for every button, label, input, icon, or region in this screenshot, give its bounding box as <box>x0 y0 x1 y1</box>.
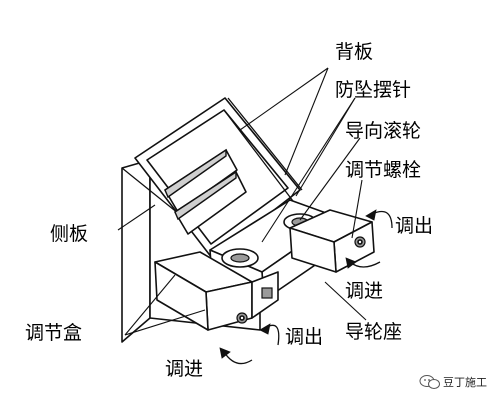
label-guide-wheel-seat: 导轮座 <box>345 321 402 343</box>
label-adjust-out-bottom: 调出 <box>285 326 323 348</box>
watermark: 豆丁施工 <box>419 375 487 389</box>
label-guide-roller: 导向滚轮 <box>345 120 421 142</box>
label-back-plate: 背板 <box>335 41 373 63</box>
right-rotation-arrows <box>345 209 393 269</box>
watermark-text: 豆丁施工 <box>443 376 487 389</box>
back-plate-shape <box>134 97 303 259</box>
label-anti-fall-pin: 防坠摆针 <box>335 79 411 101</box>
label-adjust-out-right: 调出 <box>395 215 433 237</box>
label-adjust-bolt: 调节螺栓 <box>345 159 421 181</box>
bottom-rotation-arrows <box>219 323 280 365</box>
label-adjust-in-right: 调进 <box>345 280 383 302</box>
label-adjust-in-bottom: 调进 <box>165 358 203 380</box>
leader-lines <box>117 67 367 336</box>
wechat-icon <box>419 375 440 389</box>
right-adjust-block-shape <box>289 209 375 273</box>
label-adjust-box: 调节盒 <box>25 322 82 344</box>
label-side-plate: 侧板 <box>50 223 88 245</box>
